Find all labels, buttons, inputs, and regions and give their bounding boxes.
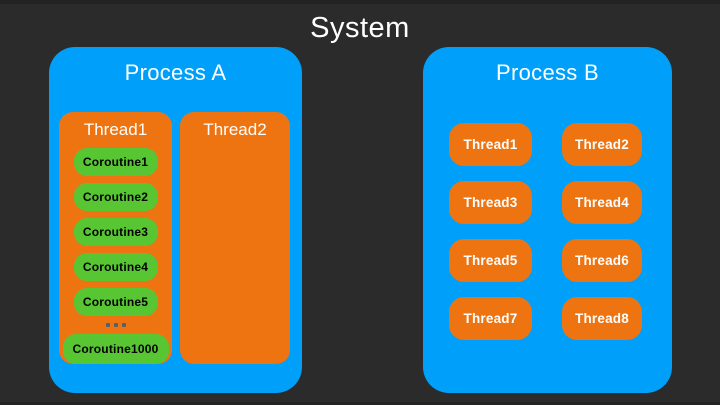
- thread-item: Thread5: [449, 239, 532, 282]
- coroutine-item-last: Coroutine1000: [62, 334, 169, 364]
- coroutine-stack: Coroutine1 Coroutine2 Coroutine3 Corouti…: [59, 148, 172, 364]
- thread2-box: Thread2: [180, 112, 290, 364]
- letterbox-bottom: [0, 402, 720, 405]
- process-b-box: Process B Thread1 Thread2 Thread3 Thread…: [423, 47, 672, 393]
- coroutine-item: Coroutine1: [73, 148, 158, 176]
- process-a-threads: Thread1 Coroutine1 Coroutine2 Coroutine3…: [59, 112, 290, 364]
- coroutine-item: Coroutine4: [73, 253, 158, 281]
- letterbox-top: [0, 0, 720, 4]
- thread-item: Thread1: [449, 123, 532, 166]
- thread-item: Thread7: [449, 297, 532, 340]
- coroutine-item: Coroutine3: [73, 218, 158, 246]
- thread1-box: Thread1 Coroutine1 Coroutine2 Coroutine3…: [59, 112, 172, 364]
- process-b-title: Process B: [496, 60, 599, 85]
- coroutine-item: Coroutine2: [73, 183, 158, 211]
- thread2-label: Thread2: [203, 120, 267, 139]
- coroutine-item: Coroutine5: [73, 288, 158, 316]
- thread-item: Thread6: [562, 239, 642, 282]
- ellipsis-icon: [105, 323, 126, 327]
- process-a-box: Process A Thread1 Coroutine1 Coroutine2 …: [49, 47, 302, 393]
- process-a-title: Process A: [124, 60, 227, 85]
- thread-item: Thread3: [449, 181, 532, 224]
- thread-item: Thread4: [562, 181, 642, 224]
- thread-item: Thread8: [562, 297, 642, 340]
- system-title: System: [310, 12, 410, 44]
- process-b-thread-grid: Thread1 Thread2 Thread3 Thread4 Thread5 …: [449, 123, 642, 340]
- thread-item: Thread2: [562, 123, 642, 166]
- thread1-label: Thread1: [83, 120, 148, 139]
